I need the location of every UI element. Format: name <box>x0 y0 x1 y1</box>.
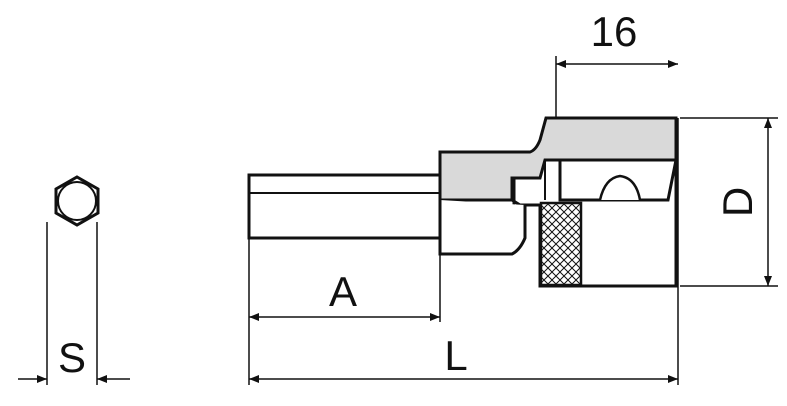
label-d: D <box>714 187 761 217</box>
hex-end-view: S <box>18 175 130 385</box>
label-l: L <box>444 332 467 379</box>
detent-ball-arc <box>598 174 642 201</box>
socket-section-grey <box>438 116 678 202</box>
hex-outline <box>54 175 100 227</box>
label-16: 16 <box>591 8 638 55</box>
knurled-ring <box>539 201 583 287</box>
socket-neck <box>438 200 527 256</box>
label-s: S <box>58 334 86 381</box>
hex-inner-circle <box>57 181 97 221</box>
label-a: A <box>329 268 357 315</box>
socket-side-view: 16 D A L <box>247 8 778 385</box>
